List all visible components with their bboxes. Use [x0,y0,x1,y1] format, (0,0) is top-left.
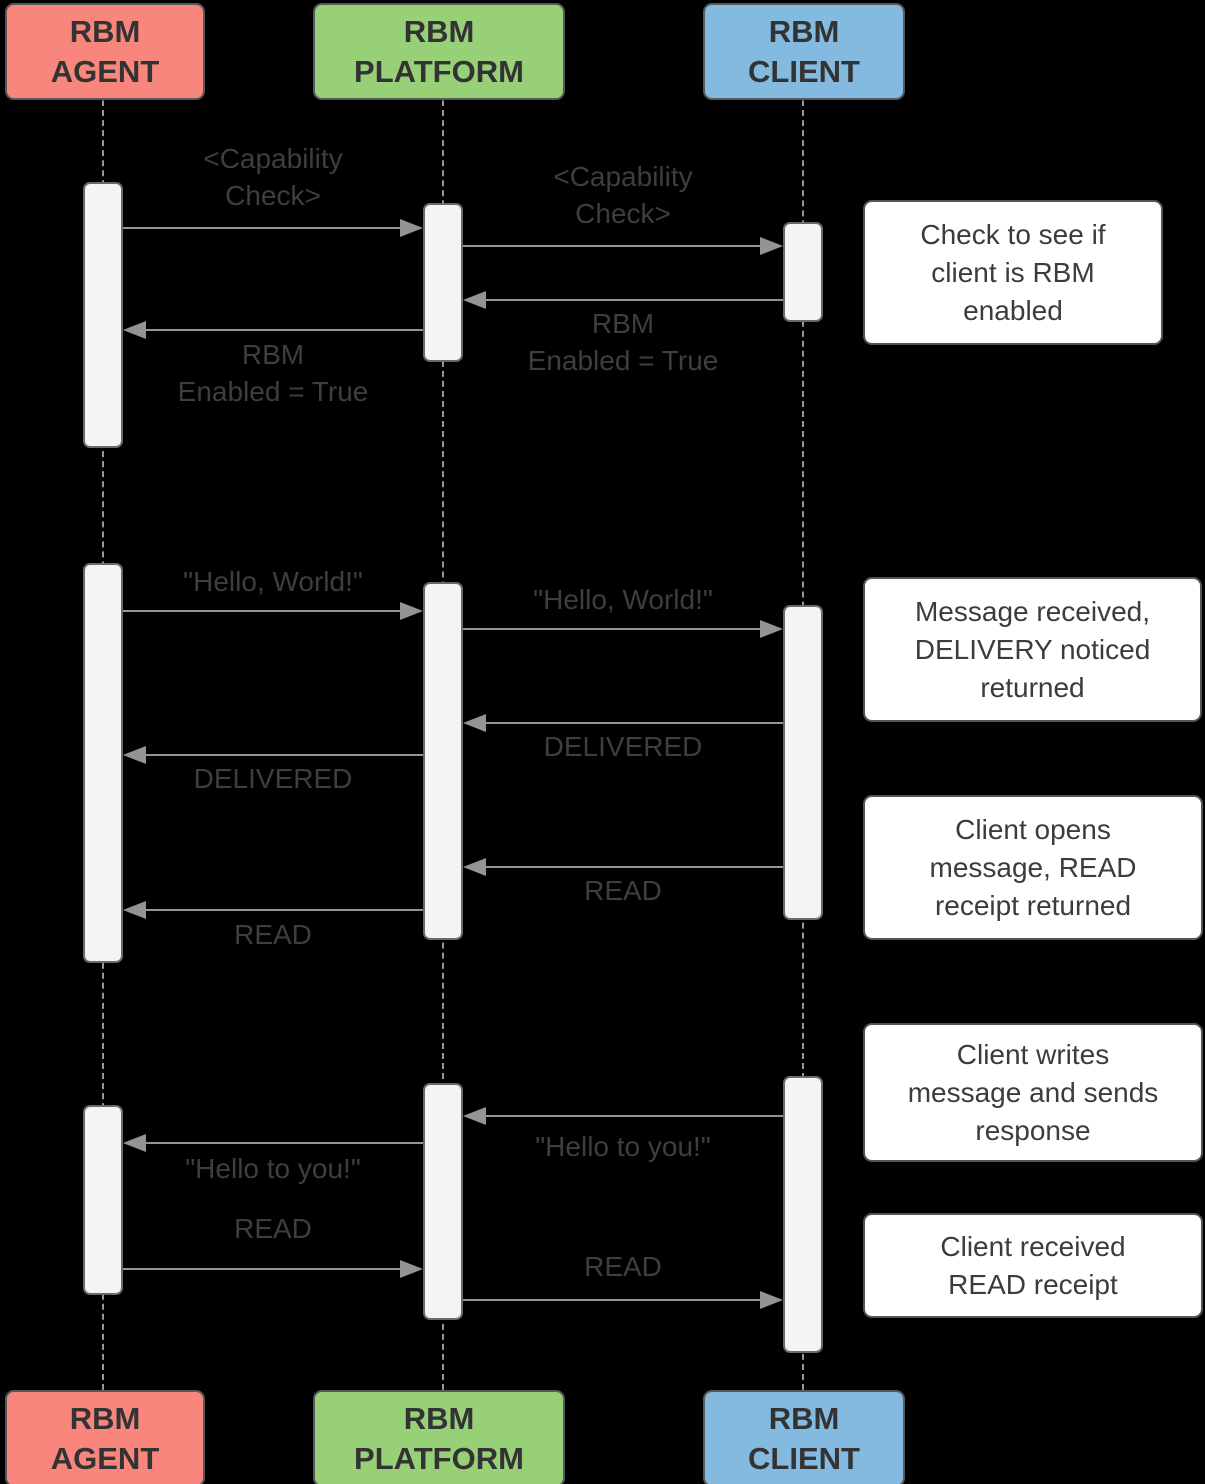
activation-bar-platform [423,203,463,362]
message-label: <Capability Check> [203,143,343,211]
message-arrow-line [483,299,783,301]
message-label: DELIVERED [193,763,353,794]
message-arrow-line [143,329,423,331]
activation-bar-platform [423,582,463,940]
activation-bar-client [783,222,823,322]
message-label: RBM Enabled = True [527,308,719,376]
message-label: "Hello, World!" [183,566,363,597]
note-box: Client writes message and sends response [863,1023,1203,1162]
message-arrow-line [143,1142,423,1144]
message-label: <Capability Check> [553,161,693,229]
activation-bar-platform [423,1083,463,1320]
message-arrow-line [483,1115,783,1117]
message-arrow-line [123,1268,403,1270]
message-arrow-line [123,610,403,612]
message-arrow-line [483,722,783,724]
note-box: Client opens message, READ receipt retur… [863,795,1203,940]
arrowhead-right-icon [400,1260,423,1278]
arrowhead-left-icon [123,746,146,764]
arrowhead-right-icon [760,620,783,638]
note-box: Check to see if client is RBM enabled [863,200,1163,345]
message-label: "Hello, World!" [533,584,713,615]
message-label: "Hello to you!" [185,1153,361,1184]
message-arrow-line [483,866,783,868]
message-arrow-line [463,245,763,247]
arrowhead-left-icon [463,858,486,876]
actor-box-platform-top: RBM PLATFORM [313,3,565,100]
message-label: READ [234,1213,312,1244]
message-label: READ [584,1251,662,1282]
activation-bar-agent [83,563,123,963]
activation-bar-client [783,1076,823,1353]
arrowhead-right-icon [760,237,783,255]
actor-box-platform-bottom: RBM PLATFORM [313,1390,565,1484]
note-box: Message received, DELIVERY noticed retur… [863,577,1202,722]
arrowhead-left-icon [463,291,486,309]
message-label: READ [234,919,312,950]
message-arrow-line [143,909,423,911]
actor-box-agent-bottom: RBM AGENT [5,1390,205,1484]
arrowhead-right-icon [400,219,423,237]
message-arrow-line [463,628,763,630]
arrowhead-left-icon [123,901,146,919]
actor-box-agent-top: RBM AGENT [5,3,205,100]
message-label: "Hello to you!" [535,1131,711,1162]
actor-box-client-bottom: RBM CLIENT [703,1390,905,1484]
message-arrow-line [123,227,403,229]
activation-bar-agent [83,182,123,448]
arrowhead-left-icon [123,1134,146,1152]
activation-bar-client [783,605,823,920]
arrowhead-left-icon [463,714,486,732]
note-box: Client received READ receipt [863,1213,1203,1318]
message-arrow-line [463,1299,763,1301]
activation-bar-agent [83,1105,123,1295]
actor-box-client-top: RBM CLIENT [703,3,905,100]
message-label: DELIVERED [543,731,703,762]
arrowhead-right-icon [760,1291,783,1309]
arrowhead-right-icon [400,602,423,620]
message-arrow-line [143,754,423,756]
message-label: RBM Enabled = True [177,339,369,407]
arrowhead-left-icon [123,321,146,339]
message-label: READ [584,875,662,906]
arrowhead-left-icon [463,1107,486,1125]
